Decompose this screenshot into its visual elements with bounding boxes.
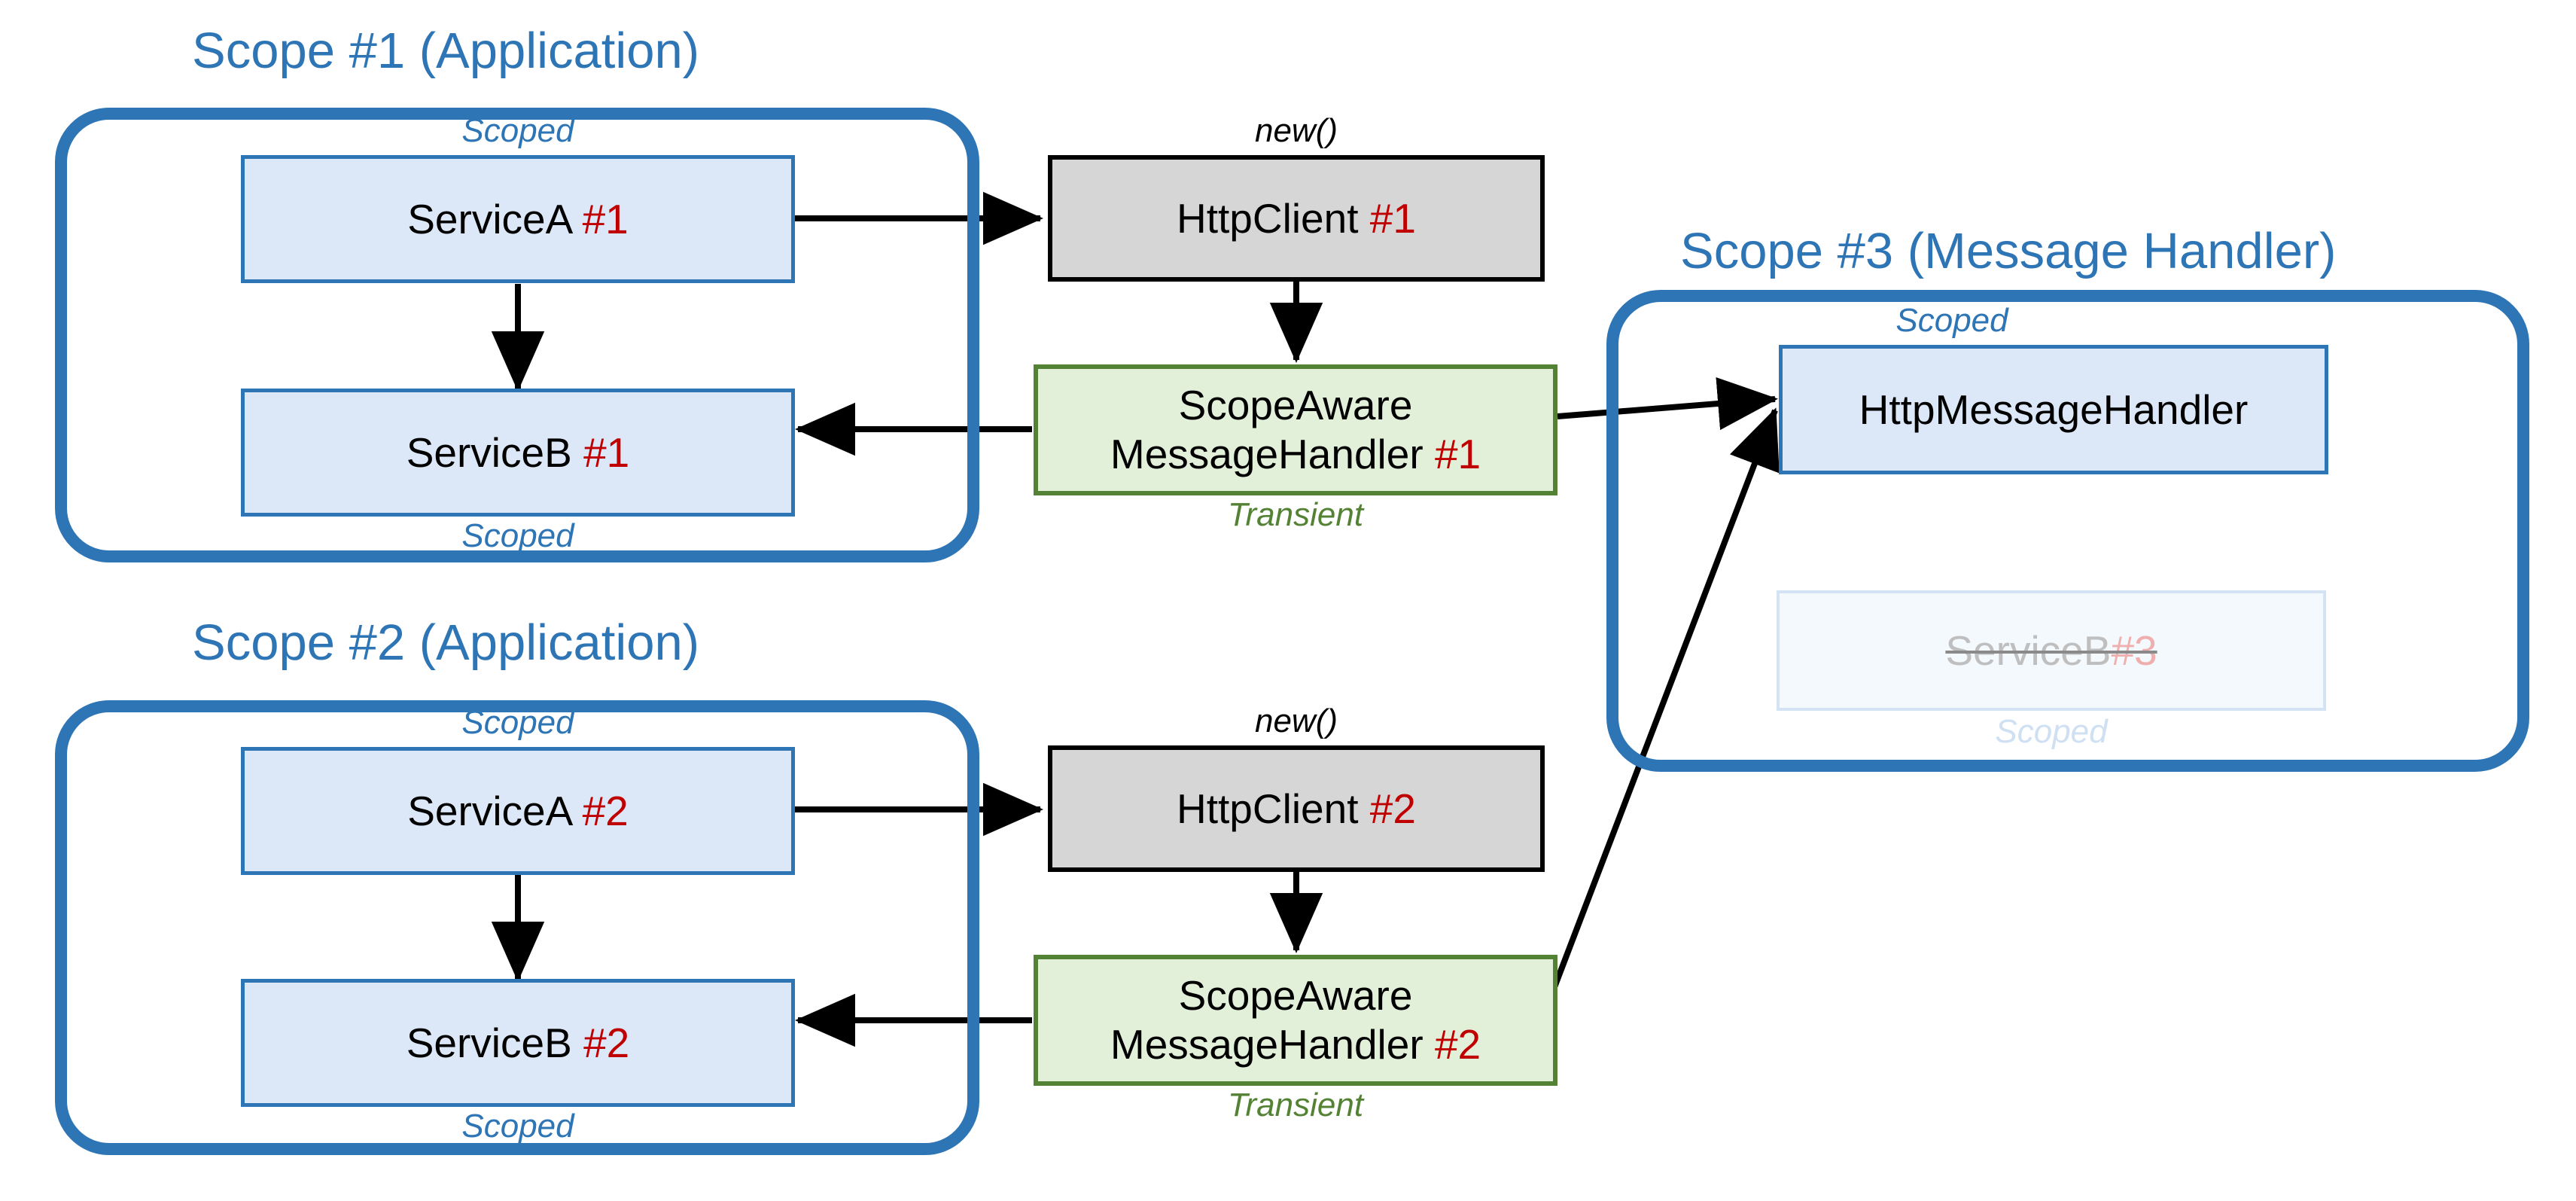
scope-container-1 <box>55 108 979 562</box>
node-serviceb-1-text: ServiceB #1 <box>406 428 630 477</box>
node-serviceb-3-instance: #3 <box>2111 626 2157 674</box>
scope-title-2: Scope #2 (Application) <box>192 614 700 671</box>
node-servicea-1[interactable]: ServiceA #1 <box>241 155 795 283</box>
caption-serviceb2-scoped: Scoped <box>461 1108 574 1145</box>
node-handler-2-line2: MessageHandler <box>1110 1021 1423 1068</box>
node-httpclient-1-text: HttpClient #1 <box>1177 194 1416 243</box>
node-httpclient-2-name: HttpClient <box>1177 785 1359 832</box>
node-httpclient-1-instance: #1 <box>1369 194 1416 242</box>
caption-serviceb3-scoped: Scoped <box>1995 713 2108 750</box>
node-servicea-2-instance: #2 <box>582 787 629 834</box>
node-servicea-1-text: ServiceA #1 <box>407 195 629 244</box>
node-serviceb-2-instance: #2 <box>583 1019 630 1066</box>
node-serviceb-1-instance: #1 <box>583 428 630 476</box>
node-scopeaware-messagehandler-1[interactable]: ScopeAware MessageHandler #1 <box>1034 364 1557 495</box>
scope-title-1: Scope #1 (Application) <box>192 23 700 79</box>
caption-handler2-transient: Transient <box>1227 1087 1364 1123</box>
node-servicea-2[interactable]: ServiceA #2 <box>241 747 795 875</box>
scope-container-2 <box>55 700 979 1155</box>
node-serviceb-2-text: ServiceB #2 <box>406 1019 630 1068</box>
node-serviceb-1[interactable]: ServiceB #1 <box>241 389 795 517</box>
scope-container-3 <box>1606 290 2529 772</box>
caption-httpclient2-new: new() <box>1254 703 1338 739</box>
node-handler-1-line1: ScopeAware <box>1178 382 1413 429</box>
node-serviceb-2[interactable]: ServiceB #2 <box>241 979 795 1107</box>
node-handler-1-line2-wrap: MessageHandler #1 <box>1110 430 1481 479</box>
node-serviceb-3-text: ServiceB#3 <box>1945 626 2157 675</box>
node-handler-2-instance: #2 <box>1434 1021 1481 1068</box>
node-serviceb-1-name: ServiceB <box>406 428 572 476</box>
node-servicea-1-instance: #1 <box>582 195 629 242</box>
node-httpclient-1-name: HttpClient <box>1177 194 1359 242</box>
caption-httpclient1-new: new() <box>1254 112 1338 149</box>
node-httpclient-2-text: HttpClient #2 <box>1177 785 1416 834</box>
node-handler-2-line2-wrap: MessageHandler #2 <box>1110 1020 1481 1069</box>
node-handler-2-line1: ScopeAware <box>1178 972 1413 1020</box>
node-httpmessagehandler[interactable]: HttpMessageHandler <box>1779 345 2328 474</box>
node-serviceb-3-name: ServiceB <box>1945 626 2112 674</box>
node-httpclient-2[interactable]: HttpClient #2 <box>1048 745 1545 872</box>
node-httpmessagehandler-name: HttpMessageHandler <box>1859 386 2249 433</box>
node-servicea-2-name: ServiceA <box>407 787 571 834</box>
node-handler-1-line2: MessageHandler <box>1110 431 1423 477</box>
scope-title-3: Scope #3 (Message Handler) <box>1680 223 2337 279</box>
caption-serviceb1-scoped: Scoped <box>461 517 574 554</box>
caption-servicea1-scoped: Scoped <box>461 112 574 149</box>
node-serviceb-3-ghost: ServiceB#3 <box>1777 590 2326 711</box>
node-handler-1-instance: #1 <box>1434 431 1481 477</box>
caption-httpmessagehandler-scoped: Scoped <box>1895 302 2008 339</box>
node-servicea-2-text: ServiceA #2 <box>407 787 629 836</box>
caption-servicea2-scoped: Scoped <box>461 704 574 741</box>
node-servicea-1-name: ServiceA <box>407 195 571 242</box>
node-httpclient-2-instance: #2 <box>1369 785 1416 832</box>
node-httpclient-1[interactable]: HttpClient #1 <box>1048 155 1545 282</box>
node-scopeaware-messagehandler-2[interactable]: ScopeAware MessageHandler #2 <box>1034 955 1557 1086</box>
node-serviceb-2-name: ServiceB <box>406 1019 572 1066</box>
caption-handler1-transient: Transient <box>1227 496 1364 533</box>
